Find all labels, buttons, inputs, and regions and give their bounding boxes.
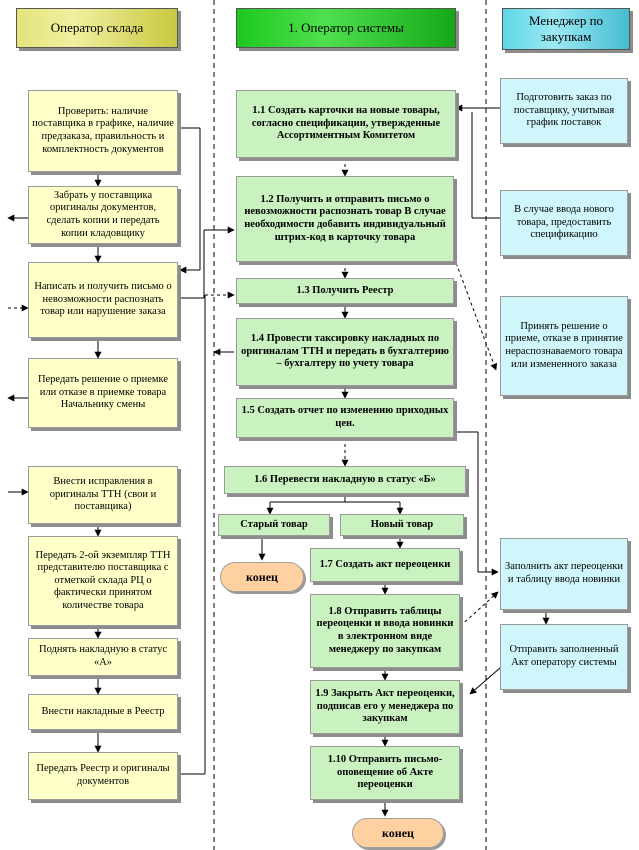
purchasing-step-3: Принять решение о приеме, отказе в приня… [500, 296, 628, 396]
warehouse-step-4: Передать решение о приемке или отказе в … [28, 358, 178, 428]
warehouse-step-9-label: Передать Реестр и оригиналы документов [36, 763, 170, 787]
branch-old-goods: Старый товар [218, 514, 330, 536]
purchasing-step-5-label: Отправить заполненный Акт оператору сист… [509, 644, 619, 668]
system-step-1-10-label: 1.10 Отправить письмо-оповещение об Акте… [327, 754, 443, 791]
system-step-1-7-label: 1.7 Создать акт переоценки [319, 558, 451, 570]
warehouse-step-3: Написать и получить письмо о невозможнос… [28, 262, 178, 338]
purchasing-step-2-label: В случае ввода нового товара, предостави… [514, 204, 614, 241]
system-step-1-6: 1.6 Перевести накладную в статус «Б» [224, 466, 466, 494]
system-step-1-7: 1.7 Создать акт переоценки [310, 548, 460, 582]
system-step-1-5: 1.5 Создать отчет по изменению приходных… [236, 398, 454, 438]
system-step-1-1-label: 1.1 Создать карточки на новые товары, со… [251, 105, 441, 142]
system-step-1-5-label: 1.5 Создать отчет по изменению приходных… [241, 405, 449, 429]
warehouse-step-1: Проверить: наличие поставщика в графике,… [28, 90, 178, 172]
warehouse-step-4-label: Передать решение о приемке или отказе в … [37, 374, 169, 411]
purchasing-step-2: В случае ввода нового товара, предостави… [500, 190, 628, 256]
warehouse-step-7-label: Поднять накладную в статус «А» [39, 644, 167, 668]
system-step-1-3-label: 1.3 Получить Реестр [296, 284, 394, 296]
warehouse-step-5: Внести исправления в оригиналы ТТН (свои… [28, 466, 178, 524]
warehouse-step-5-label: Внести исправления в оригиналы ТТН (свои… [49, 476, 157, 513]
warehouse-step-8-label: Внести накладные в Реестр [41, 705, 165, 717]
purchasing-step-1: Подготовить заказ по поставщику, учитыва… [500, 78, 628, 144]
branch-new-goods: Новый товар [340, 514, 464, 536]
purchasing-step-5: Отправить заполненный Акт оператору сист… [500, 624, 628, 690]
purchasing-step-4-label: Заполнить акт переоценки и таблицу ввода… [505, 561, 623, 585]
system-step-1-1: 1.1 Создать карточки на новые товары, со… [236, 90, 456, 158]
lane-header-warehouse: Оператор склада [16, 8, 178, 48]
purchasing-step-4: Заполнить акт переоценки и таблицу ввода… [500, 538, 628, 610]
system-step-1-8: 1.8 Отправить таблицы переоценки и ввода… [310, 594, 460, 668]
lane-header-warehouse-label: Оператор склада [50, 20, 144, 36]
warehouse-step-2: Забрать у поставщика оригиналы документо… [28, 186, 178, 244]
warehouse-step-3-label: Написать и получить письмо о невозможнос… [34, 281, 172, 318]
system-step-1-6-label: 1.6 Перевести накладную в статус «Б» [254, 473, 436, 485]
lane-header-purchasing: Менеджер по закупкам [502, 8, 630, 50]
system-step-1-4-label: 1.4 Провести таксировку накладных по ори… [241, 333, 449, 370]
end-terminator-old: конец [220, 562, 304, 592]
system-step-1-2: 1.2 Получить и отправить письмо о невозм… [236, 176, 454, 262]
system-step-1-4: 1.4 Провести таксировку накладных по ори… [236, 318, 454, 386]
end-terminator-main: конец [352, 818, 444, 848]
branch-new-goods-label: Новый товар [370, 518, 434, 530]
system-step-1-10: 1.10 Отправить письмо-оповещение об Акте… [310, 746, 460, 800]
branch-old-goods-label: Старый товар [240, 518, 308, 530]
warehouse-step-2-label: Забрать у поставщика оригиналы документо… [46, 189, 160, 239]
system-step-1-9-label: 1.9 Закрыть Акт переоценки, подписав его… [315, 688, 455, 725]
warehouse-step-1-label: Проверить: наличие поставщика в графике,… [32, 105, 174, 155]
lane-header-system-label: 1. Оператор системы [288, 20, 404, 36]
warehouse-step-9: Передать Реестр и оригиналы документов [28, 752, 178, 800]
warehouse-step-7: Поднять накладную в статус «А» [28, 638, 178, 676]
purchasing-step-3-label: Принять решение о приеме, отказе в приня… [505, 320, 623, 370]
system-step-1-8-label: 1.8 Отправить таблицы переоценки и ввода… [316, 605, 454, 655]
purchasing-step-1-label: Подготовить заказ по поставщику, учитыва… [513, 92, 615, 129]
end-terminator-main-label: конец [382, 825, 414, 840]
end-terminator-old-label: конец [246, 569, 278, 584]
system-step-1-9: 1.9 Закрыть Акт переоценки, подписав его… [310, 680, 460, 734]
warehouse-step-6: Передать 2-ой экземпляр ТТН представител… [28, 536, 178, 626]
warehouse-step-6-label: Передать 2-ой экземпляр ТТН представител… [35, 549, 171, 611]
system-step-1-2-label: 1.2 Получить и отправить письмо о невозм… [244, 193, 446, 243]
warehouse-step-8: Внести накладные в Реестр [28, 694, 178, 730]
lane-header-system: 1. Оператор системы [236, 8, 456, 48]
lane-header-purchasing-label: Менеджер по закупкам [528, 13, 604, 44]
system-step-1-3: 1.3 Получить Реестр [236, 278, 454, 304]
